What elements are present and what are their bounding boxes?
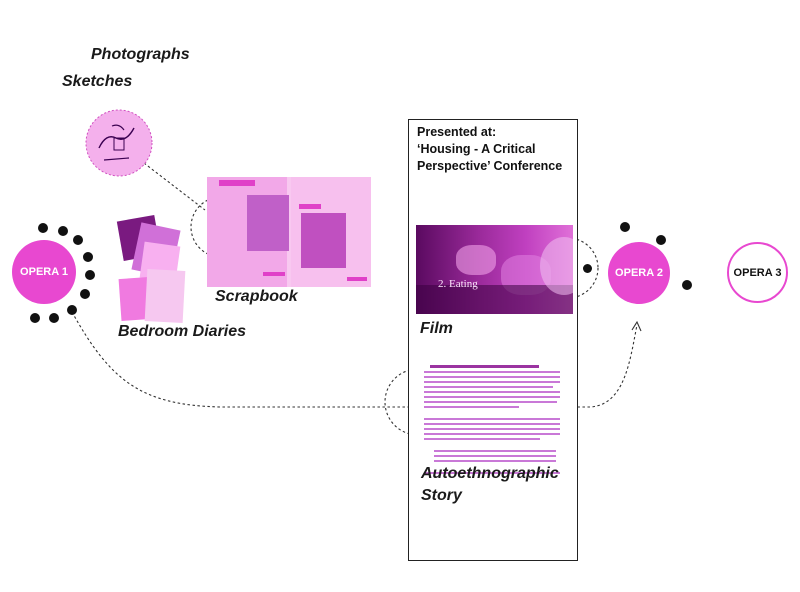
opera-2-node: OPERA 2 [608, 242, 670, 304]
opera-3-node: OPERA 3 [727, 242, 788, 303]
dot [656, 235, 666, 245]
dot [49, 313, 59, 323]
dashed-path-opera1-to-opera2 [71, 311, 638, 408]
sketch-thumbnail [85, 109, 153, 177]
dashed-line-sketch-to-scrapbook [139, 159, 206, 211]
story-line-1: Autoethnographic [421, 465, 559, 482]
dot [58, 226, 68, 236]
dot [38, 223, 48, 233]
opera-1-node: OPERA 1 [12, 240, 76, 304]
opera-3-label: OPERA 3 [733, 266, 782, 279]
scrapbook-image [207, 177, 371, 287]
opera-2-label: OPERA 2 [615, 267, 663, 279]
dot [85, 270, 95, 280]
scrapbook-label: Scrapbook [215, 288, 298, 305]
presentation-panel: Presented at: ‘Housing - A Critical Pers… [408, 119, 578, 561]
panel-title: Presented at: ‘Housing - A Critical Pers… [417, 124, 577, 175]
arrow-head [631, 320, 642, 332]
dot [620, 222, 630, 232]
film-still: 2. Eating [416, 225, 573, 314]
dot [583, 264, 592, 273]
document-excerpt [424, 362, 560, 477]
panel-line-1: Presented at: [417, 125, 497, 139]
panel-line-3: Perspective’ Conference [417, 159, 563, 173]
dot [83, 252, 93, 262]
sketches-label: Sketches [62, 73, 133, 90]
dot [67, 305, 77, 315]
dot [73, 235, 83, 245]
bedroom-diaries-label: Bedroom Diaries [118, 323, 247, 340]
film-caption: 2. Eating [438, 278, 478, 290]
bedroom-diaries-image [116, 214, 186, 326]
opera-1-label: OPERA 1 [20, 266, 68, 278]
story-line-2: Story [421, 487, 462, 504]
dot [30, 313, 40, 323]
film-label: Film [420, 320, 453, 337]
panel-line-2: ‘Housing - A Critical [417, 142, 536, 156]
autoethnographic-story-label: Autoethnographic Story [421, 463, 559, 507]
dot [80, 289, 90, 299]
dot [682, 280, 692, 290]
photographs-label: Photographs [91, 46, 190, 63]
